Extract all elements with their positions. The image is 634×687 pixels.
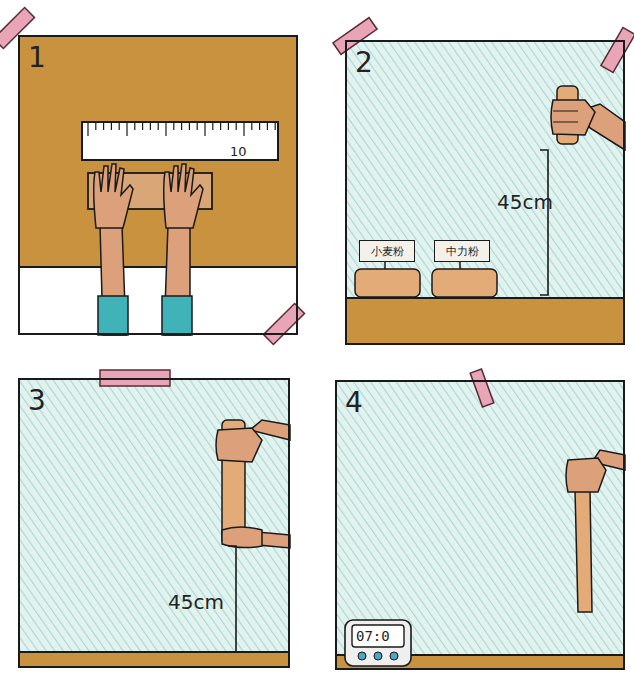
dimension-line [228,546,236,652]
timer [345,620,411,666]
ruler-tick [181,122,182,130]
label-sign: 中力粉 [434,240,490,262]
panel-frame: 2 小麦粉 中力粉 [345,40,625,345]
ruler-tick [251,122,252,130]
ruler-tick [228,122,229,130]
ruler [82,122,278,160]
ruler-tick [165,122,166,136]
ruler-tick [220,122,221,130]
panel-3-art [18,378,290,668]
dimension-label: 45cm [168,592,224,612]
panel-frame: 4 [335,380,625,670]
ruler-tick [134,122,135,130]
hand [216,428,262,462]
ruler-number: 10 [230,145,247,158]
ruler-tick [267,122,268,130]
panel-number: 3 [28,384,46,417]
ruler-tick [259,122,260,130]
ruler-tick [275,122,276,130]
panel-number: 1 [28,41,46,74]
dimension-line [540,150,548,295]
hand [222,527,262,548]
panel-4-art [335,380,625,670]
ruler-tick [197,122,198,130]
sleeve [162,296,192,335]
tape [0,7,634,406]
timer-display [352,625,404,647]
ruler-tick [111,122,112,130]
sign-text: 中力粉 [446,246,479,257]
ruler-tick [119,122,120,130]
ruler-tick [236,122,237,130]
ruler-tick [212,122,213,130]
hand [164,164,203,228]
arm [258,532,290,548]
ruler-tick [189,122,190,130]
flour-pile [432,269,497,297]
ruler-tick [150,122,151,130]
hand [94,164,133,228]
panel-frame: 1 [18,35,298,335]
ruler-tick [204,122,205,136]
ruler-tick [243,122,244,136]
panel-1-art [18,35,298,335]
dimension-label: 45cm [497,192,553,212]
panel-number: 4 [345,386,363,419]
panel-frame: 3 [18,378,290,668]
ruler-tick [126,122,127,136]
label-sign: 小麦粉 [359,240,415,262]
ruler-tick [142,122,143,130]
sleeve [98,296,128,335]
timer-reading: 07:0 [356,629,390,643]
flour-pile [355,269,420,297]
hand [551,100,595,135]
hand [566,458,606,492]
ruler-tick [158,122,159,130]
panel-2-art [345,40,625,345]
ruler-tick [173,122,174,130]
ruler-tick [103,122,104,130]
ruler-tick [95,122,96,130]
sign-text: 小麦粉 [371,246,404,257]
stick [575,490,592,612]
panel-number: 2 [355,46,373,79]
ruler-tick [87,122,88,136]
